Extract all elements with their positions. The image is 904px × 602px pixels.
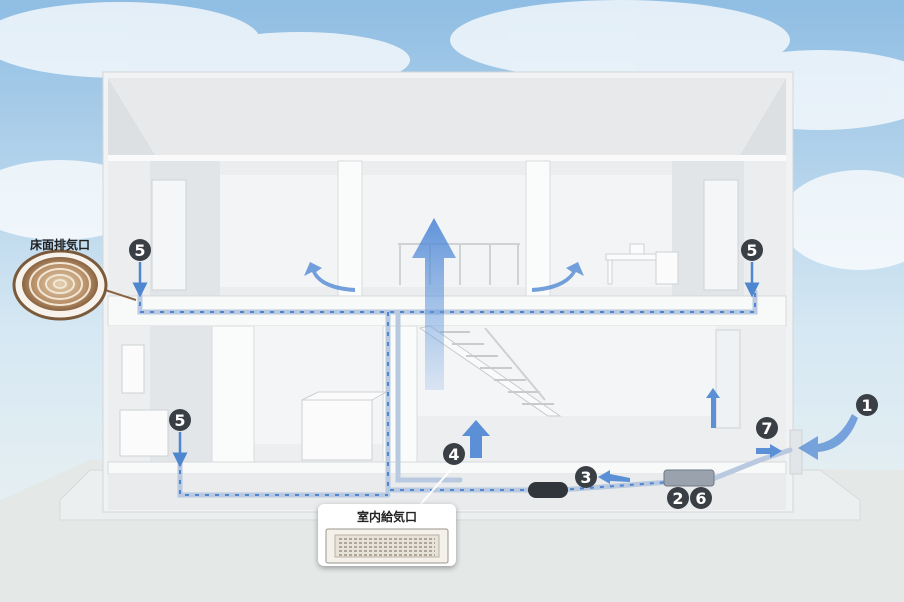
duct-flow-dashes	[139, 292, 756, 496]
marker-7: 7	[756, 417, 778, 439]
indoor-supply-vent-label: 室内給気口	[356, 510, 417, 524]
marker-4: 4	[443, 443, 465, 465]
marker-2: 2	[667, 487, 689, 509]
marker-3: 3	[575, 466, 597, 488]
marker-5-label: 5	[174, 411, 185, 430]
marker-5-upper-right: 5	[741, 239, 763, 261]
stairwell-updraft-arrow	[412, 218, 456, 390]
marker-4-label: 4	[448, 445, 459, 464]
airflow-arrows	[132, 218, 858, 484]
marker-1: 1	[856, 394, 878, 416]
indoor-supply-vent-callout: 室内給気口	[318, 504, 456, 566]
intake-arrow	[798, 414, 858, 460]
marker-3-label: 3	[580, 468, 591, 487]
outlet-arrow	[756, 444, 782, 458]
marker-6: 6	[690, 487, 712, 509]
floor-exhaust-vent-label: 床面排気口	[30, 238, 91, 252]
marker-2-label: 2	[672, 489, 683, 508]
marker-5-label: 5	[746, 241, 757, 260]
marker-6-label: 6	[695, 489, 706, 508]
window-up-arrow	[706, 388, 720, 428]
marker-5-upper-left: 5	[129, 239, 151, 261]
supply-up-arrow	[462, 420, 490, 458]
marker-1-label: 1	[861, 396, 872, 415]
floor-exhaust-vent-image	[12, 249, 137, 321]
marker-7-label: 7	[761, 419, 772, 438]
supply-vent-grille-icon	[325, 528, 449, 564]
marker-5-label: 5	[134, 241, 145, 260]
duct-left-arrow	[598, 470, 630, 484]
upper-left-airflow-arrow	[304, 262, 355, 292]
upper-right-airflow-arrow	[532, 262, 584, 292]
house	[102, 71, 803, 513]
ventilation-unit	[528, 469, 715, 498]
marker-5-lower-left: 5	[169, 409, 191, 431]
